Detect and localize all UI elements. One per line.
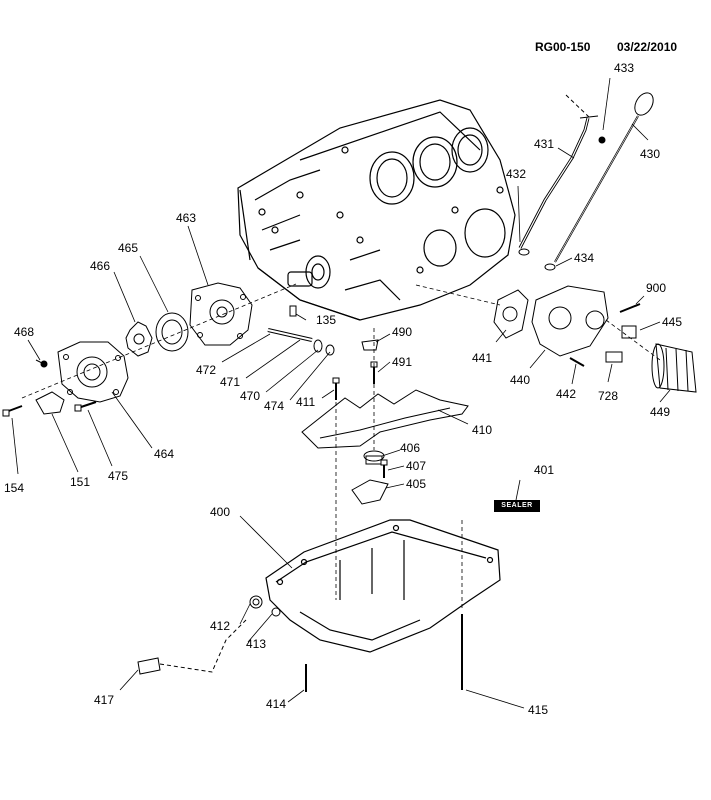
sensor-417 <box>137 619 247 675</box>
callout-490: 490 <box>392 325 412 339</box>
filter-adapter-gasket <box>493 289 529 339</box>
drain-plug-412 <box>249 595 263 609</box>
callout-433: 433 <box>614 61 634 75</box>
callout-labels: 433 430 431 432 434 463 465 466 468 135 … <box>4 61 682 717</box>
bolt-442 <box>569 357 585 367</box>
callout-154: 154 <box>4 481 24 495</box>
bolt-154 <box>2 405 23 417</box>
oil-pump-cover <box>189 282 253 346</box>
callout-441: 441 <box>472 351 492 365</box>
oil-filter <box>651 343 697 393</box>
callout-464: 464 <box>154 447 174 461</box>
oil-baffle <box>301 389 469 449</box>
leader-lines <box>11 77 671 709</box>
oil-screen-151 <box>35 391 65 415</box>
callout-413: 413 <box>246 637 266 651</box>
callout-417: 417 <box>94 693 114 707</box>
callout-432: 432 <box>506 167 526 181</box>
dipstick-tube <box>518 94 599 249</box>
callout-414: 414 <box>266 697 286 711</box>
fitting-445 <box>621 325 637 339</box>
callout-728: 728 <box>598 389 618 403</box>
oil-pump-inner-rotor <box>125 321 153 357</box>
callout-465: 465 <box>118 241 138 255</box>
callout-491: 491 <box>392 355 412 369</box>
oil-dipstick <box>554 92 654 263</box>
callout-463: 463 <box>176 211 196 225</box>
alignment-lines <box>21 283 661 610</box>
sealer-badge: SEALER <box>494 500 540 512</box>
oil-pump-housing <box>57 341 129 403</box>
callout-400: 400 <box>210 505 230 519</box>
bolt-900 <box>619 303 641 313</box>
oil-pan <box>265 519 501 653</box>
callout-468: 468 <box>14 325 34 339</box>
dowel-135 <box>289 305 297 317</box>
oil-pump-outer-rotor <box>155 312 189 352</box>
engine-block <box>237 99 516 321</box>
seal-ring-432 <box>518 248 530 256</box>
callout-474: 474 <box>264 399 284 413</box>
bolt-475 <box>74 401 97 412</box>
pump-bolt-468 <box>35 359 48 368</box>
seal-ring-434 <box>544 263 556 271</box>
callout-430: 430 <box>640 147 660 161</box>
callout-407: 407 <box>406 459 426 473</box>
gasket-413 <box>271 607 281 617</box>
callout-410: 410 <box>472 423 492 437</box>
callout-466: 466 <box>90 259 110 273</box>
bolt-411 <box>332 377 340 400</box>
callout-406: 406 <box>400 441 420 455</box>
callout-472: 472 <box>196 363 216 377</box>
callout-151: 151 <box>70 475 90 489</box>
callout-434: 434 <box>574 251 594 265</box>
callout-445: 445 <box>662 315 682 329</box>
oil-pickup <box>351 450 389 505</box>
callout-405: 405 <box>406 477 426 491</box>
pump-shaft-parts <box>267 328 335 356</box>
callout-431: 431 <box>534 137 554 151</box>
callout-412: 412 <box>210 619 230 633</box>
callout-470: 470 <box>240 389 260 403</box>
dipstick-bolt <box>598 136 606 144</box>
diagram-reference-code: RG00-150 <box>535 40 591 54</box>
callout-471: 471 <box>220 375 240 389</box>
oil-filter-adapter <box>531 285 609 357</box>
diagram-date: 03/22/2010 <box>617 40 678 54</box>
callout-449: 449 <box>650 405 670 419</box>
sensor-728 <box>605 351 623 363</box>
callout-411: 411 <box>296 395 315 409</box>
callout-415: 415 <box>528 703 548 717</box>
callout-401: 401 <box>534 463 554 477</box>
callout-135: 135 <box>316 313 336 327</box>
callout-900: 900 <box>646 281 666 295</box>
callout-440: 440 <box>510 373 530 387</box>
callout-442: 442 <box>556 387 576 401</box>
callout-475: 475 <box>108 469 128 483</box>
sensor-490 <box>361 339 379 351</box>
